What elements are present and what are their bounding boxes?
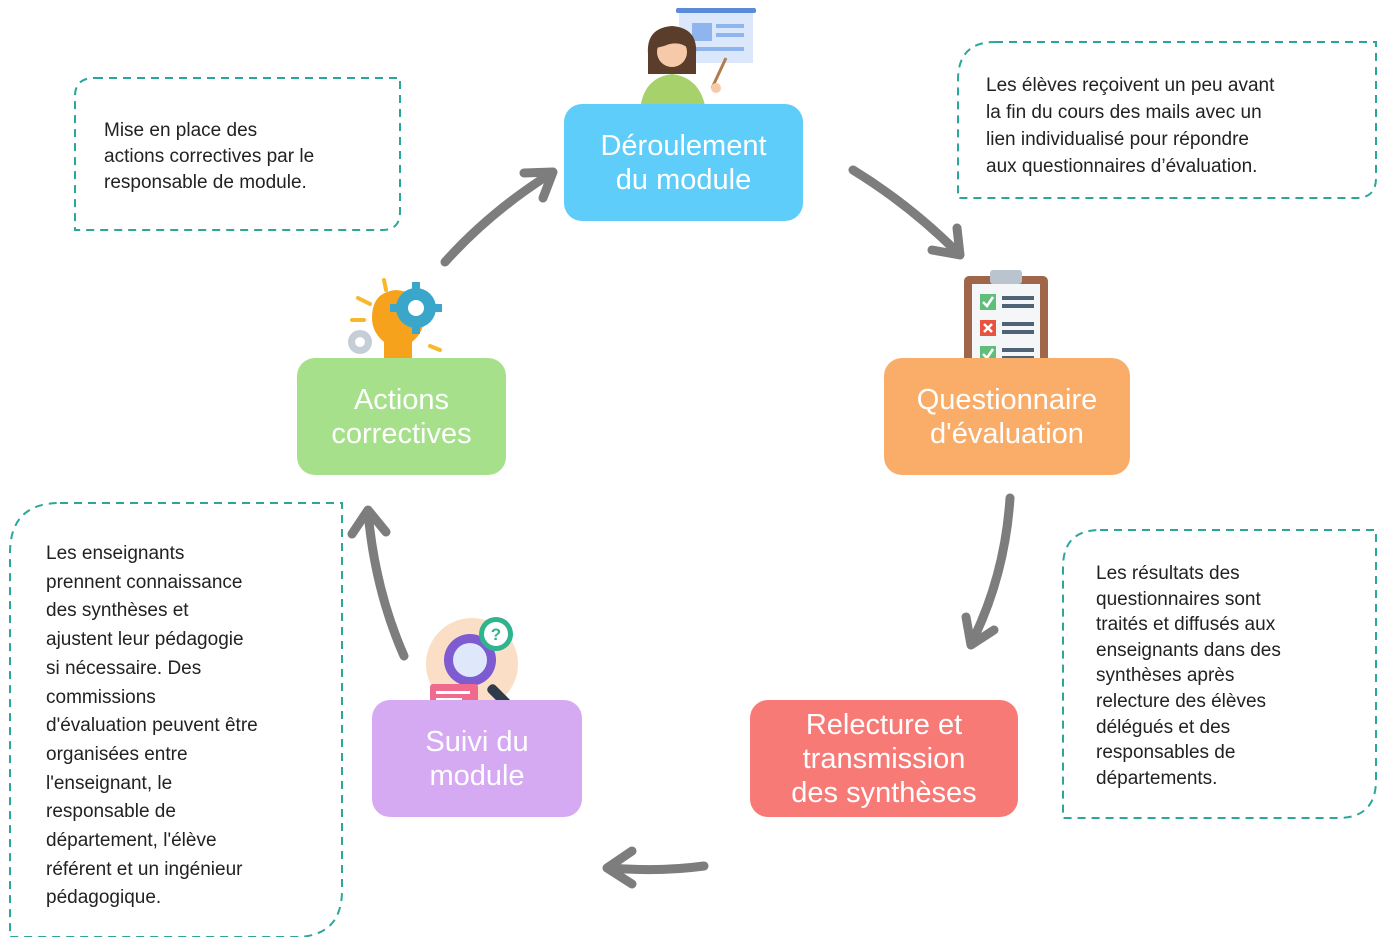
note-line: lien individualisé pour répondre [986, 129, 1250, 150]
node-deroulement-line1: Déroulement [600, 129, 767, 162]
note-line: Les résultats des [1096, 563, 1240, 584]
node-relecture-line2: transmission [802, 742, 966, 775]
note-line: pédagogique. [46, 887, 162, 909]
note-line: commissions [46, 686, 156, 708]
node-actions-line2: correctives [331, 417, 472, 450]
arrow-suivi-to-actions-head [347, 505, 391, 539]
note-line: si nécessaire. Des [46, 657, 202, 679]
node-relecture-line1: Relecture et [805, 708, 963, 741]
node-actions-correctives: Actions correctives [297, 358, 506, 475]
node-suivi-du-module: Suivi du module [372, 700, 582, 817]
note-line: actions correctives par le [104, 146, 315, 167]
note-line: l'enseignant, le [46, 772, 173, 794]
note-line: Les enseignants [46, 543, 185, 564]
node-questionnaire-line2: d'évaluation [930, 417, 1084, 450]
node-questionnaire-evaluation: Questionnaire d'évaluation [884, 358, 1130, 475]
note-line: prennent connaissance [46, 571, 243, 593]
node-suivi-line1: Suivi du [425, 725, 529, 758]
note-line: Mise en place des [104, 120, 258, 141]
note-line: délégués et des [1096, 716, 1231, 738]
note-top-right: Les élèves reçoivent un peu avant la fin… [986, 72, 1350, 180]
arrow-deroulement-to-questionnaire-head [927, 223, 965, 260]
note-line: questionnaires sont [1096, 588, 1261, 610]
note-line: référent et un ingénieur [46, 858, 243, 880]
note-line: d'évaluation peuvent être [46, 715, 258, 737]
note-left: Les enseignants prennent connaissance de… [46, 540, 336, 913]
note-line: responsable de [46, 801, 176, 823]
node-questionnaire-line1: Questionnaire [916, 383, 1098, 416]
note-line: département, l'élève [46, 830, 217, 852]
note-line: aux questionnaires d’évaluation. [986, 156, 1258, 177]
node-deroulement-line2: du module [615, 163, 752, 196]
arrow-relecture-to-suivi [605, 861, 709, 875]
note-frame-top-left [74, 77, 401, 231]
arrow-deroulement-to-questionnaire [848, 165, 963, 258]
node-deroulement-du-module: Déroulement du module [564, 104, 803, 221]
note-line: ajustent leur pédagogie [46, 629, 244, 651]
note-line: des synthèses et [46, 600, 189, 622]
note-line: enseignants dans des [1096, 639, 1281, 661]
svg-text:?: ? [491, 625, 501, 644]
arrow-suivi-to-actions [363, 507, 409, 661]
arrow-questionnaire-to-relecture [967, 493, 1015, 647]
node-relecture-line3: des synthèses [791, 776, 977, 809]
note-line: départements. [1096, 767, 1218, 789]
note-line: synthèses après [1096, 665, 1235, 687]
note-frame-right [1062, 529, 1377, 819]
arrow-actions-to-deroulement [440, 169, 555, 267]
note-top-left: Mise en place des actions correctives pa… [104, 118, 394, 196]
node-relecture-transmission: Relecture et transmission des synthèses [750, 700, 1018, 817]
note-line: responsables de [1096, 742, 1236, 764]
arrow-relecture-to-suivi-head [602, 846, 637, 889]
node-actions-line1: Actions [353, 383, 450, 416]
checklist-clipboard-icon [964, 270, 1048, 376]
note-line: la fin du cours des mails avec un [986, 102, 1262, 123]
arrow-questionnaire-to-relecture-head [961, 612, 999, 650]
note-line: responsable de module. [104, 172, 307, 193]
node-suivi-line2: module [429, 759, 525, 792]
note-right: Les résultats des questionnaires sont tr… [1096, 561, 1358, 791]
note-line: Les élèves reçoivent un peu avant [986, 75, 1275, 96]
note-line: traités et diffusés aux [1096, 614, 1276, 636]
arrow-actions-to-deroulement-head [519, 167, 558, 203]
note-frame-top-right [957, 41, 1377, 199]
note-line: organisées entre [46, 743, 188, 765]
teacher-presentation-icon [640, 8, 756, 112]
search-question-icon: ? [426, 617, 518, 710]
lightbulb-gears-icon [348, 278, 442, 366]
note-line: relecture des élèves [1096, 690, 1267, 712]
